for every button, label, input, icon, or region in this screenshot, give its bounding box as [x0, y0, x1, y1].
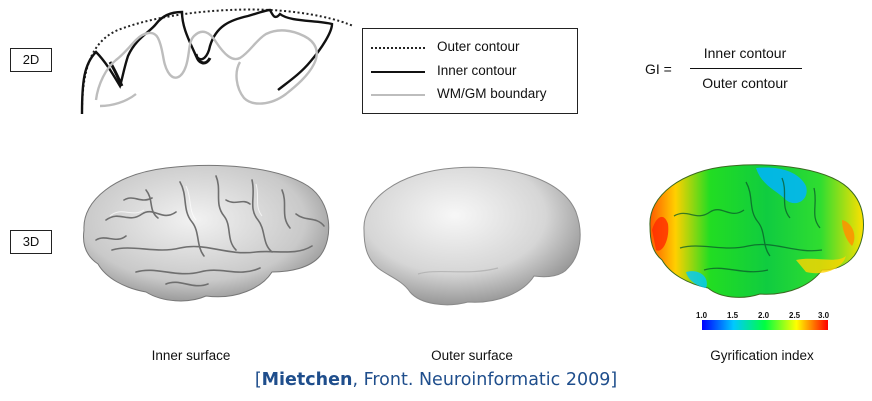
cortex-2d-sketch	[70, 2, 360, 120]
colorbar	[702, 320, 832, 332]
colorbar-tick: 1.5	[727, 311, 738, 320]
legend-swatch-dotted	[371, 47, 425, 49]
legend-item-inner: Inner contour	[371, 62, 571, 80]
inner-surface-brain	[76, 160, 338, 310]
colorbar-gradient	[702, 320, 828, 330]
colorbar-tick: 3.0	[818, 311, 829, 320]
legend-label-boundary: WM/GM boundary	[437, 85, 547, 103]
citation: [Mietchen, Front. Neuroinformatic 2009]	[0, 370, 872, 390]
citation-rest: , Front. Neuroinformatic 2009]	[352, 370, 617, 390]
outer-contour-line	[82, 10, 353, 114]
fraction-bar	[690, 68, 802, 69]
legend: Outer contour Inner contour WM/GM bounda…	[362, 28, 578, 114]
caption-outer-surface: Outer surface	[410, 348, 534, 363]
wm-gm-boundary-line	[100, 94, 136, 106]
formula-lhs: GI =	[645, 61, 672, 77]
citation-open: [	[255, 370, 262, 390]
colorbar-tick: 2.0	[758, 311, 769, 320]
formula-numerator: Inner contour	[690, 45, 800, 61]
legend-item-outer: Outer contour	[371, 38, 571, 56]
colorbar-tick: 1.0	[696, 311, 707, 320]
wm-gm-boundary-line	[96, 30, 317, 103]
label-2d: 2D	[10, 48, 52, 72]
legend-swatch-solid	[371, 71, 425, 73]
colorbar-tick: 2.5	[789, 311, 800, 320]
caption-gyrification-index: Gyrification index	[692, 348, 832, 363]
legend-label-outer: Outer contour	[437, 38, 520, 56]
gyrification-brain	[646, 160, 868, 308]
outer-surface-brain	[358, 164, 588, 312]
citation-author: Mietchen	[262, 370, 353, 390]
caption-inner-surface: Inner surface	[130, 348, 252, 363]
legend-swatch-gray	[371, 94, 425, 96]
legend-item-boundary: WM/GM boundary	[371, 85, 571, 103]
formula-denominator: Outer contour	[690, 75, 800, 91]
legend-label-inner: Inner contour	[437, 62, 517, 80]
label-3d: 3D	[10, 230, 52, 254]
